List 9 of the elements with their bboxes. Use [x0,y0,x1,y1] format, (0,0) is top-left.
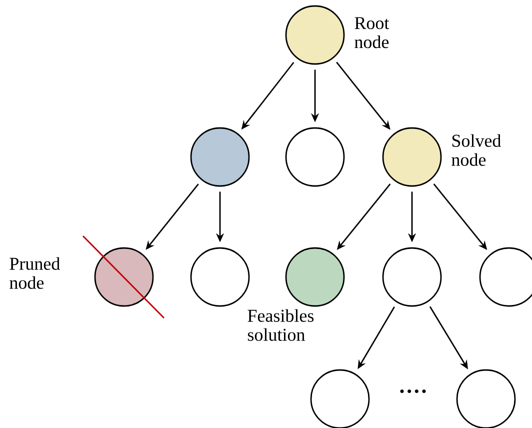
node-circle [190,247,250,307]
ellipsis-dots: ···· [400,389,426,394]
node-label: Feasibles solution [248,309,314,341]
node-circle [382,247,442,307]
node-label: Root node [354,17,390,48]
node-label: Pruned node [10,257,60,289]
node-circle [190,127,250,187]
node-label: Solved node [452,134,501,166]
node-circle [285,127,345,187]
